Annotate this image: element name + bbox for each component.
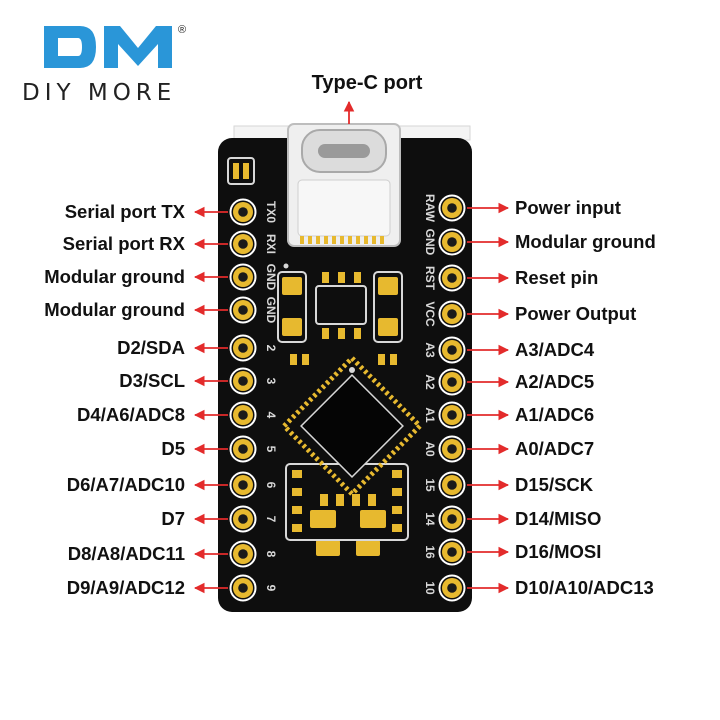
left-pin-2	[229, 263, 257, 291]
left-pin-5	[229, 367, 257, 395]
left-pin-0	[229, 198, 257, 226]
right-silk-label-6: A1	[423, 407, 437, 423]
left-pin-label-0: Serial port TX	[64, 201, 185, 222]
left-pin-label-4: D2/SDA	[117, 337, 185, 358]
right-pin-11	[438, 574, 466, 602]
left-pin-1	[229, 230, 257, 258]
left-pin-9	[229, 505, 257, 533]
left-silk-label-6: 4	[264, 412, 278, 419]
left-pin-label-10: D8/A8/ADC11	[67, 543, 185, 564]
left-pin-label-8: D6/A7/ADC10	[66, 474, 185, 495]
left-pin-label-9: D7	[161, 508, 185, 529]
right-pin-6	[438, 401, 466, 429]
left-pin-label-1: Serial port RX	[62, 233, 185, 254]
right-pin-label-7: A0/ADC7	[515, 438, 595, 459]
left-pin-label-2: Modular ground	[44, 266, 185, 287]
left-silk-label-9: 7	[264, 516, 278, 523]
left-pin-6	[229, 401, 257, 429]
smd-components	[282, 272, 402, 556]
right-silk-label-9: 14	[423, 512, 437, 526]
left-pin-label-11: D9/A9/ADC12	[66, 577, 185, 598]
right-pin-label-6: A1/ADC6	[515, 404, 595, 425]
left-pin-8	[229, 471, 257, 499]
right-silk-label-5: A2	[423, 374, 437, 390]
right-silk-label-4: A3	[423, 342, 437, 358]
right-pin-label-10: D16/MOSI	[515, 541, 602, 562]
dm-logo-mark	[44, 26, 172, 68]
right-pin-label-11: D10/A10/ADC13	[515, 577, 654, 598]
left-pin-label-5: D3/SCL	[119, 370, 185, 391]
right-pin-label-4: A3/ADC4	[515, 339, 595, 360]
right-pin-4	[438, 336, 466, 364]
right-pin-label-9: D14/MISO	[515, 508, 602, 529]
right-pin-label-0: Power input	[515, 197, 621, 218]
left-silk-label-2: GND	[264, 264, 278, 291]
right-silk-label-2: RST	[423, 266, 437, 291]
left-pin-label-3: Modular ground	[44, 299, 185, 320]
left-silk-label-4: 2	[264, 345, 278, 352]
right-silk-label-3: VCC	[423, 301, 437, 327]
mcu-chip	[280, 354, 424, 498]
left-pin-label-7: D5	[161, 438, 185, 459]
right-silk-label-1: GND	[423, 229, 437, 256]
right-pin-label-2: Reset pin	[515, 267, 599, 288]
type-c-port-title: Type-C port	[311, 72, 423, 94]
left-silk-label-10: 8	[264, 551, 278, 558]
registered-mark: ®	[178, 24, 187, 36]
right-pin-label-1: Modular ground	[515, 231, 656, 252]
right-pin-label-8: D15/SCK	[515, 474, 594, 495]
right-silk-label-0: RAW	[423, 194, 437, 223]
right-pin-10	[438, 538, 466, 566]
right-pin-8	[438, 471, 466, 499]
right-silk-label-10: 16	[423, 545, 437, 559]
right-pin-label-3: Power Output	[515, 303, 637, 324]
right-pin-1	[438, 228, 466, 256]
left-pin-7	[229, 435, 257, 463]
right-pin-0	[438, 194, 466, 222]
left-silk-label-8: 6	[264, 482, 278, 489]
pin1-dot	[283, 263, 289, 269]
arrows	[193, 100, 510, 594]
left-silk-label-1: RXI	[264, 234, 278, 254]
right-pin-3	[438, 300, 466, 328]
corner-pads	[227, 157, 255, 185]
left-pin-4	[229, 334, 257, 362]
right-pin-5	[438, 368, 466, 396]
left-silk-label-7: 5	[264, 446, 278, 453]
left-pin-3	[229, 296, 257, 324]
left-silk-label-5: 3	[264, 378, 278, 385]
left-silk-label-3: GND	[264, 297, 278, 324]
left-silk-label-0: TX0	[264, 201, 278, 223]
left-pin-11	[229, 574, 257, 602]
right-pin-2	[438, 264, 466, 292]
right-pin-9	[438, 505, 466, 533]
type-c-connector	[287, 123, 401, 247]
brand-name: DIY MORE	[22, 80, 177, 106]
right-silk-label-7: A0	[423, 441, 437, 457]
brand-logo: ® DIY MORE	[18, 22, 188, 106]
left-pin-10	[229, 540, 257, 568]
right-pin-label-5: A2/ADC5	[515, 371, 595, 392]
left-pin-label-6: D4/A6/ADC8	[77, 404, 185, 425]
right-silk-label-8: 15	[423, 478, 437, 492]
right-silk-label-11: 10	[423, 581, 437, 595]
left-silk-label-11: 9	[264, 585, 278, 592]
right-pin-7	[438, 435, 466, 463]
